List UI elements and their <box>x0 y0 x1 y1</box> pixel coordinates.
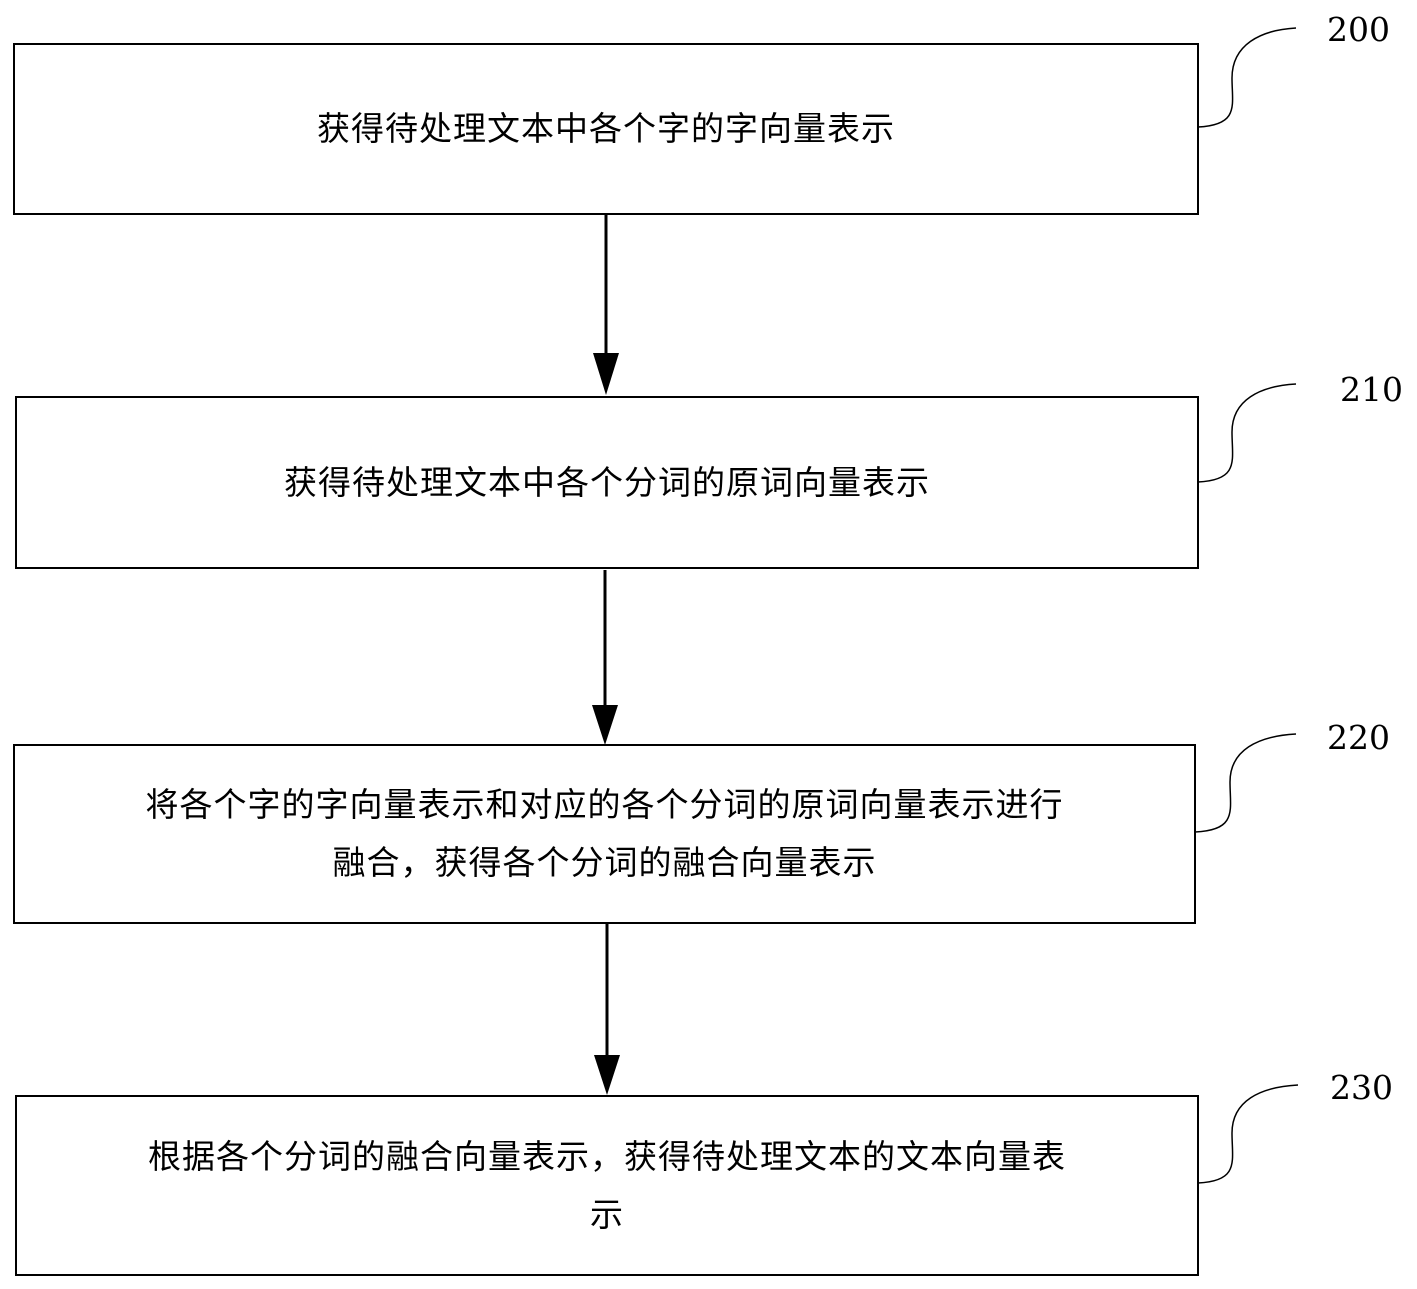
arrow-210-to-220 <box>592 570 618 745</box>
leader-line-200 <box>1197 27 1297 128</box>
leader-line-220 <box>1194 733 1297 833</box>
step-number-230: 230 <box>1330 1068 1393 1107</box>
step-text-220: 将各个字的字向量表示和对应的各个分词的原词向量表示进行 融合，获得各个分词的融合… <box>145 785 1064 882</box>
step-text-200: 获得待处理文本中各个字的字向量表示 <box>317 109 895 148</box>
step-number-210: 210 <box>1340 370 1403 409</box>
arrow-200-to-210 <box>593 215 619 395</box>
step-box-220: 将各个字的字向量表示和对应的各个分词的原词向量表示进行 融合，获得各个分词的融合… <box>13 744 1196 924</box>
step-number-220: 220 <box>1327 718 1390 757</box>
leader-line-210 <box>1197 383 1297 483</box>
step-box-210: 获得待处理文本中各个分词的原词向量表示 <box>15 396 1199 569</box>
step-number-200: 200 <box>1327 10 1390 49</box>
step-text-230: 根据各个分词的融合向量表示，获得待处理文本的文本向量表 示 <box>148 1136 1066 1234</box>
step-box-230: 根据各个分词的融合向量表示，获得待处理文本的文本向量表 示 <box>15 1095 1199 1276</box>
arrow-220-to-230 <box>594 924 620 1095</box>
leader-line-230 <box>1197 1084 1299 1184</box>
step-text-210: 获得待处理文本中各个分词的原词向量表示 <box>284 462 930 502</box>
step-box-200: 获得待处理文本中各个字的字向量表示 <box>13 43 1199 215</box>
